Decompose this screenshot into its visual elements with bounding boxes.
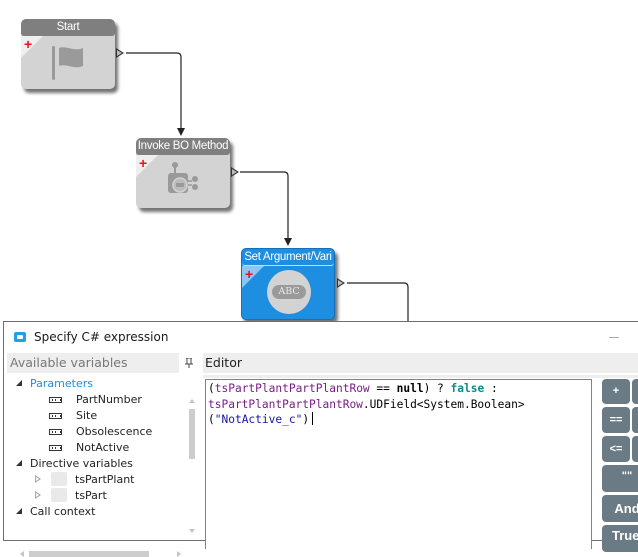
add-icon[interactable]: + [24,36,33,52]
variable-icon [49,397,62,403]
table-icon [51,472,67,486]
variable-icon [49,445,62,451]
code-line: ("NotActive_c") [208,412,591,428]
dialog-title-bar[interactable]: Specify C# expression [4,322,638,352]
arrow-head [177,128,185,136]
arrow-head [284,238,292,246]
add-icon[interactable]: + [245,266,254,282]
variables-tree: Parameters PartNumber Site Obsolescence … [7,375,199,557]
code-token: null [396,382,424,395]
flag-icon [52,46,83,80]
workflow-node-invoke-bo-method[interactable]: Invoke BO Method + [136,138,230,208]
tree-item-tspartplant[interactable]: tsPartPlant [35,472,134,488]
operator-true-button[interactable]: True [602,525,638,552]
code-token: ) [302,413,310,426]
output-port[interactable] [116,48,124,58]
available-variables-pane: Available variables Parameters PartNumbe… [7,353,199,557]
operator-lte-button[interactable]: <= [602,436,630,462]
expand-toggle-icon[interactable] [16,508,22,514]
abc-label: ABC [272,285,306,299]
pin-icon[interactable] [179,353,199,373]
scroll-right-icon[interactable] [177,551,181,557]
operator-button-partial[interactable] [632,379,638,404]
expand-toggle-icon[interactable] [16,460,22,466]
code-token: tsPartPlantPartPlantRow [208,397,363,411]
node-corner [21,36,43,58]
code-token: .UDField<System.Boolean> [362,397,525,411]
workflow-node-start[interactable]: Start + [21,19,115,89]
tree-item-notactive[interactable]: NotActive [49,440,129,456]
code-line: tsPartPlantPartPlantRow.UDField<System.B… [208,397,591,413]
table-icon [51,488,67,502]
output-port[interactable] [337,278,345,288]
scroll-left-icon[interactable] [20,551,24,557]
workflow-node-set-argument-variable[interactable]: Set Argument/Vari + ABC [241,248,335,320]
tree-item-site[interactable]: Site [49,408,97,424]
connector-setarg-to-next [347,282,409,322]
code-token: false [450,382,485,395]
tree-node-directive-variables[interactable]: Directive variables [16,456,133,472]
variable-icon [49,413,62,419]
tree-item-tspart[interactable]: tsPart [35,488,107,504]
scroll-down-icon[interactable] [189,529,195,533]
tree-node-parameters[interactable]: Parameters [16,376,93,392]
code-token: : [484,382,498,395]
add-icon[interactable]: + [139,155,148,171]
operator-buttons: + == <= "" And True [602,379,638,552]
specify-expression-dialog: Specify C# expression Available variable… [3,321,638,557]
dialog-title: Specify C# expression [34,330,169,344]
node-corner [136,155,158,177]
abc-variable-icon: ABC [267,270,311,314]
code-line: (tsPartPlantPartPlantRow == null) ? fals… [208,381,591,397]
bo-method-icon [168,162,198,193]
connector-invoke-to-setarg [240,171,289,240]
node-title: Set Argument/Vari [242,249,334,266]
operator-equals-button[interactable]: == [602,407,630,433]
scrollbar-thumb[interactable] [29,551,149,557]
code-token: ) ? [423,382,451,395]
operator-plus-button[interactable]: + [602,379,630,404]
tree-node-call-context[interactable]: Call context [16,504,96,520]
variable-icon [49,429,62,435]
editor-header: Editor [203,353,638,373]
available-variables-header: Available variables [7,353,179,373]
vertical-scrollbar[interactable] [189,397,195,537]
code-token: ( [208,382,215,395]
horizontal-scrollbar[interactable] [17,551,182,557]
operator-button-partial[interactable] [632,407,638,433]
node-title: Start [21,19,115,36]
operator-and-button[interactable]: And [602,495,638,522]
workflow-connectors [126,52,409,322]
code-token: ( [208,413,215,426]
tree-item-partnumber[interactable]: PartNumber [49,392,142,408]
operator-string-button[interactable]: "" [602,465,638,492]
editor-header-divider [203,375,638,378]
code-token: "NotActive_c" [214,413,303,426]
expand-toggle-icon[interactable] [16,380,22,386]
app-icon [14,332,26,342]
output-port[interactable] [231,167,239,177]
minimize-button[interactable] [609,337,619,338]
text-cursor [312,412,314,425]
scroll-up-icon[interactable] [189,399,195,403]
expression-editor[interactable]: (tsPartPlantPartPlantRow == null) ? fals… [205,379,592,549]
collapse-toggle-icon[interactable] [35,491,41,499]
code-token: tsPartPlantPartPlantRow [214,382,370,395]
node-title: Invoke BO Method [136,138,230,155]
connector-start-to-invoke [126,52,182,130]
tree-item-obsolescence[interactable]: Obsolescence [49,424,152,440]
operator-button-partial[interactable] [632,436,638,462]
collapse-toggle-icon[interactable] [35,475,41,483]
code-token: == [369,382,397,395]
node-corner [242,266,264,288]
scrollbar-thumb[interactable] [189,409,195,459]
